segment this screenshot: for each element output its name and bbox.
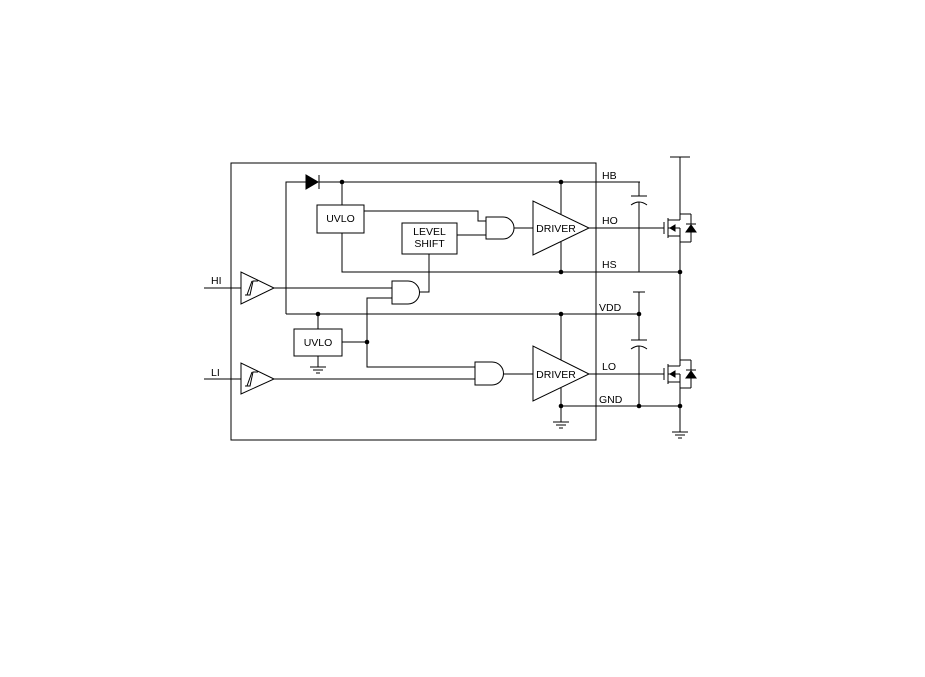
wire-and-hi-enable	[366, 297, 475, 368]
junction-gnd-switch	[677, 403, 683, 409]
uvlo-high-block	[316, 204, 365, 234]
and-gate-hi-input	[391, 280, 420, 305]
level-shift-label-1: LEVEL	[413, 226, 446, 238]
hi-schmitt-icon	[245, 280, 258, 296]
and-gate-low	[474, 361, 504, 386]
pin-gnd-label: GND	[599, 394, 623, 406]
pin-hs-label: HS	[602, 259, 617, 271]
pin-lo-label: LO	[602, 361, 616, 373]
high-side-mosfet	[663, 213, 697, 243]
bootstrap-diode	[305, 174, 320, 190]
ic-outline	[230, 162, 597, 441]
pin-hi-label: HI	[211, 275, 222, 287]
uvlo-high-label: UVLO	[326, 213, 355, 225]
level-shift-label-2: SHIFT	[414, 238, 445, 250]
hi-schmitt-buffer	[240, 271, 276, 305]
driver-high-label: DRIVER	[536, 223, 576, 235]
driver-low-label: DRIVER	[536, 369, 576, 381]
driver-high-block	[532, 200, 591, 256]
uvlo-low-label: UVLO	[304, 337, 333, 349]
li-schmitt-buffer	[240, 362, 276, 395]
junction-gnd-cap	[636, 403, 642, 409]
pin-hb-label: HB	[602, 170, 617, 182]
uvlo-low-ground-icon	[310, 366, 326, 374]
wire-bootstrap-vdd	[285, 181, 306, 314]
wire-uvlo-high-to-and	[364, 210, 486, 222]
junction-uvlo-low-output	[364, 339, 370, 345]
junction-hs-driver	[558, 269, 564, 275]
driver-low-ground-icon	[553, 421, 569, 429]
pin-li-label: LI	[211, 367, 220, 379]
and-gate-high	[485, 216, 515, 240]
wire-level-shift-to-input-and	[419, 254, 430, 293]
wire-uvlo-high-return	[341, 233, 596, 273]
pin-vdd-label: VDD	[599, 302, 622, 314]
pin-ho-label: HO	[602, 215, 618, 227]
external-ground-icon	[672, 431, 688, 439]
low-side-mosfet	[663, 359, 697, 389]
li-schmitt-icon	[245, 371, 258, 387]
